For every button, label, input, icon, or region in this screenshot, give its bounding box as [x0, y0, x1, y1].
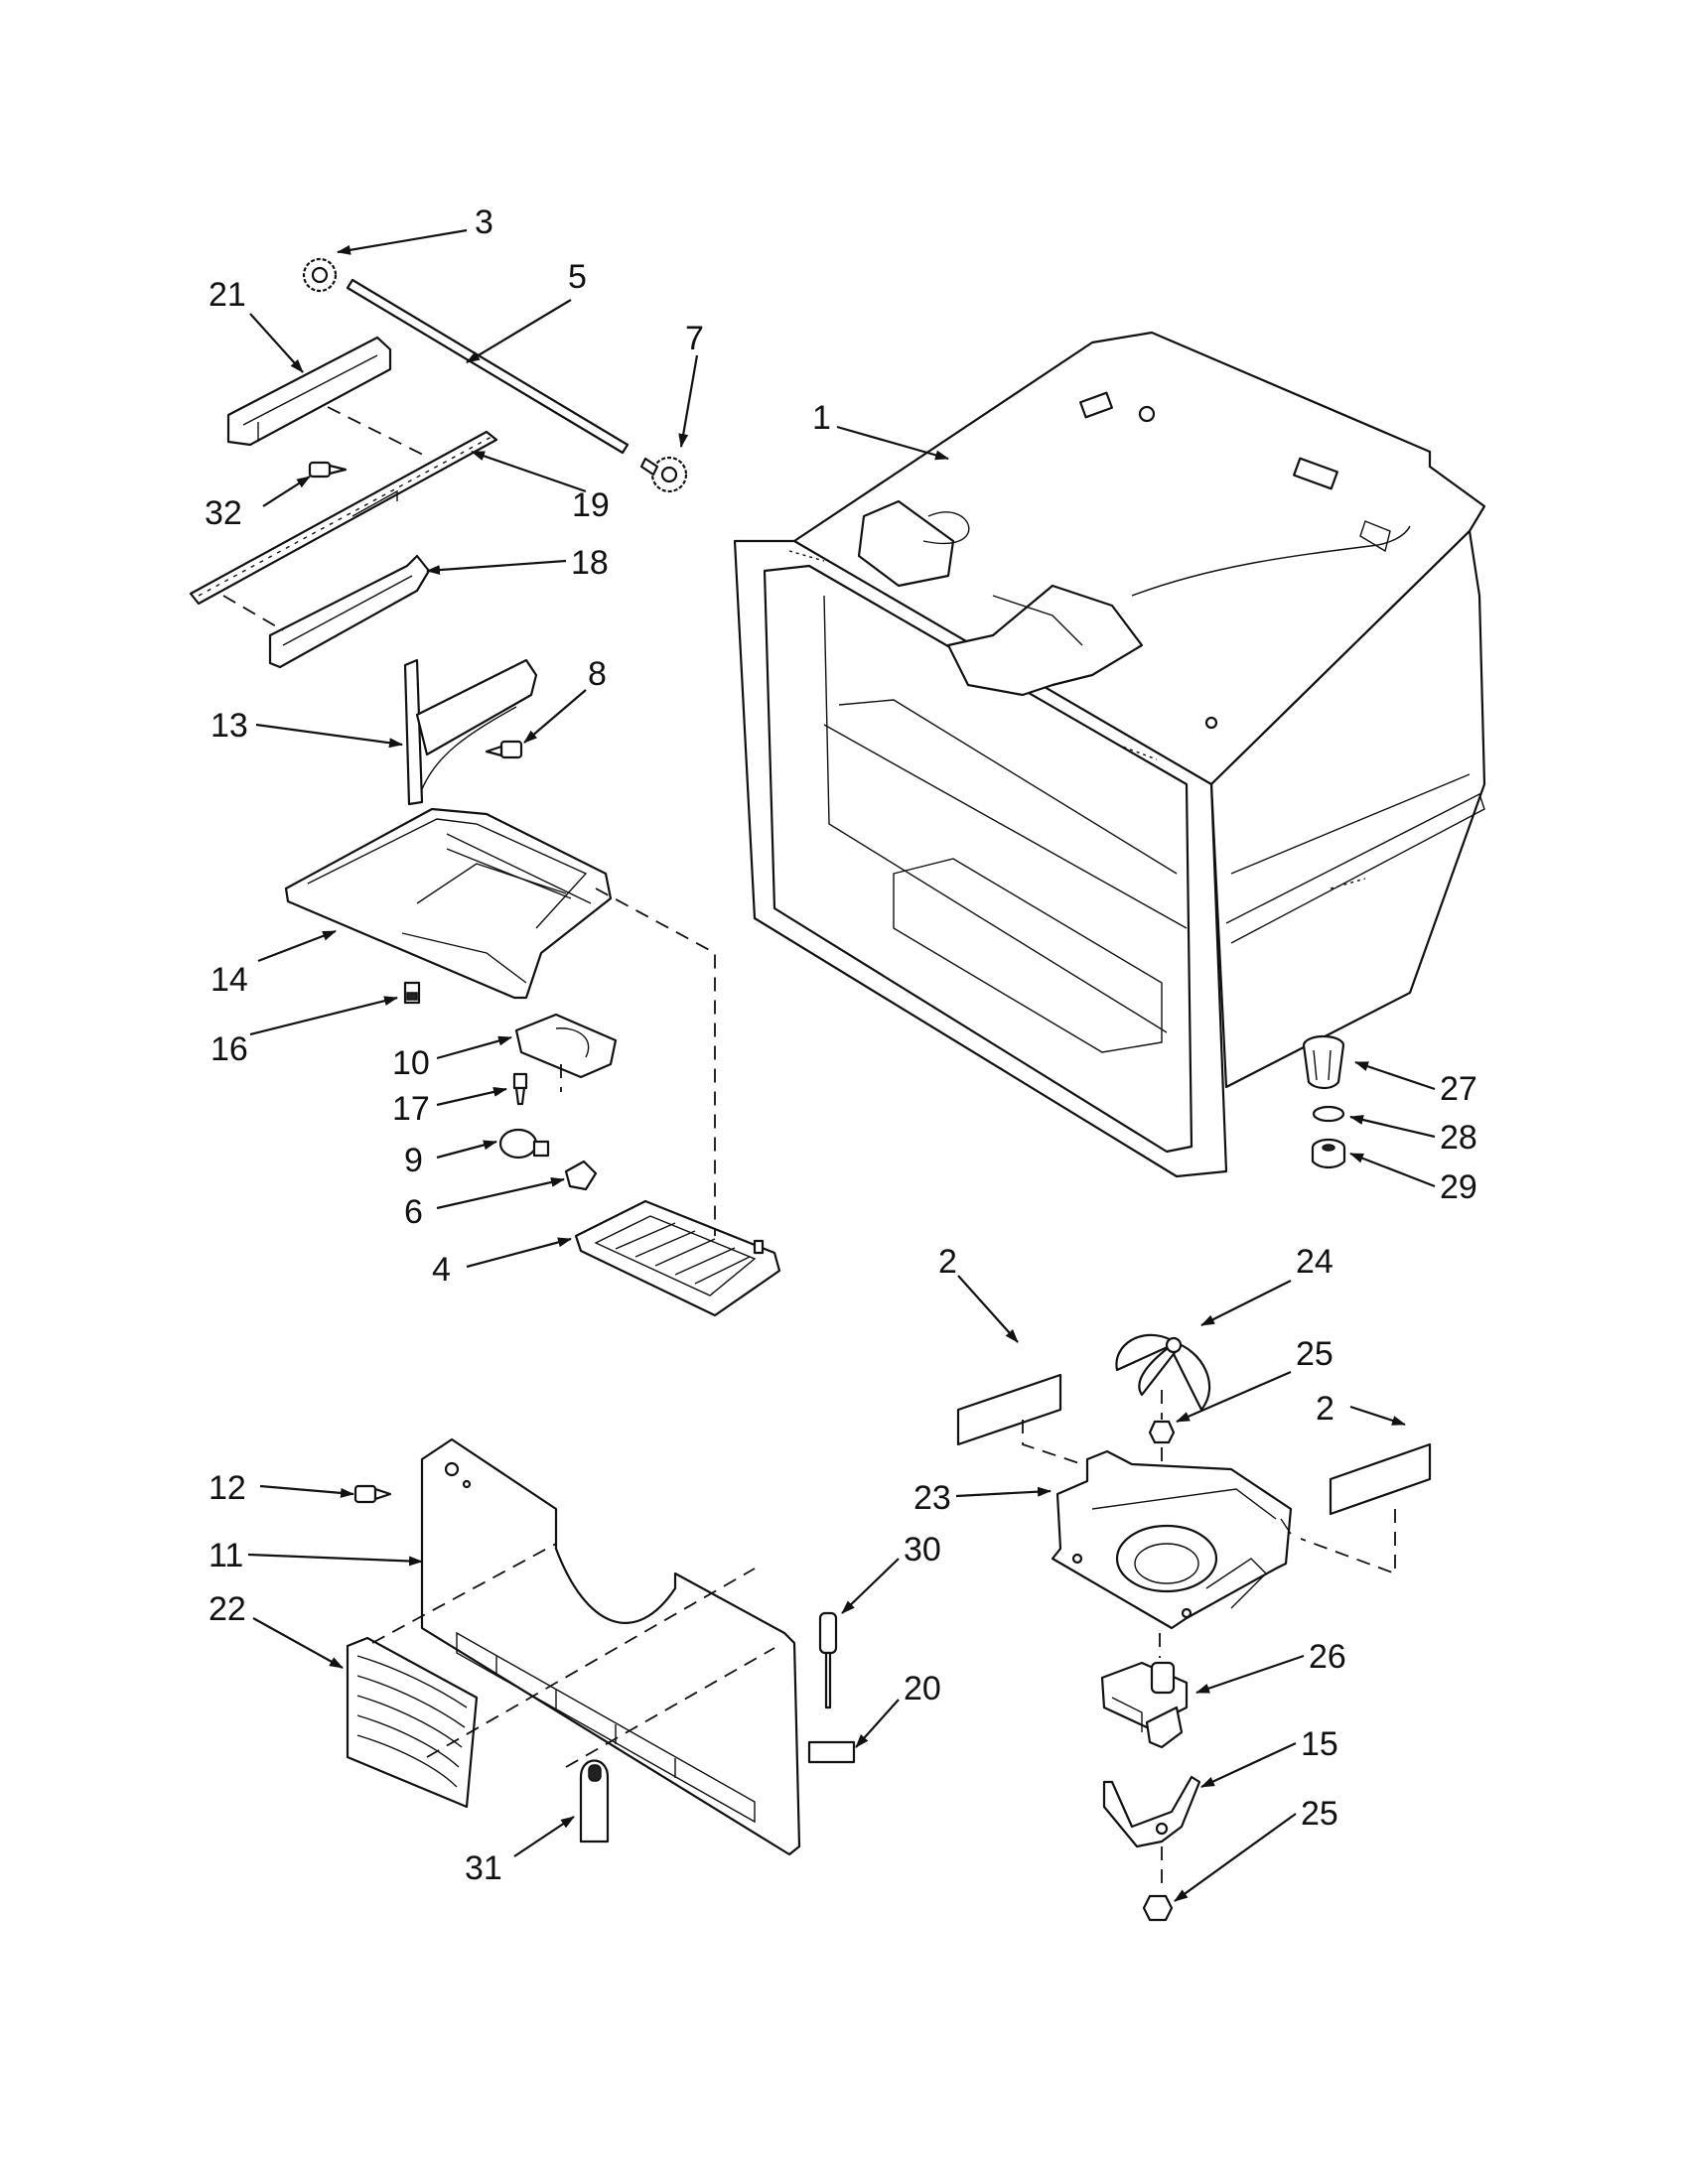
callout-14: 14	[210, 961, 248, 999]
part-5-shaft	[346, 278, 630, 455]
callout-16: 16	[210, 1030, 248, 1068]
callout-4: 4	[432, 1251, 451, 1289]
leader-lines	[247, 228, 1436, 1902]
part-4-grille-tray	[574, 1199, 781, 1317]
part-15-bracket	[1102, 1775, 1201, 1848]
part-10-cover	[514, 1013, 618, 1079]
callout-10: 10	[392, 1044, 430, 1082]
callout-25-bottom: 25	[1301, 1795, 1338, 1833]
callout-30: 30	[904, 1531, 941, 1569]
part-25-nut-top	[1148, 1420, 1176, 1444]
callout-31: 31	[465, 1849, 502, 1887]
callout-3: 3	[475, 204, 493, 241]
part-21-slide-bracket	[226, 336, 392, 447]
part-12-screw	[353, 1484, 392, 1504]
part-9-bulb	[498, 1128, 550, 1160]
callout-2-right: 2	[1316, 1390, 1334, 1428]
callout-19: 19	[572, 486, 610, 524]
part-13-side-bracket	[403, 658, 538, 806]
part-1-freezer-liner	[733, 331, 1486, 1178]
callout-27: 27	[1440, 1070, 1477, 1108]
callout-26: 26	[1309, 1638, 1346, 1676]
part-11-panel	[420, 1437, 801, 1856]
callout-1: 1	[812, 399, 831, 437]
part-30-sensor	[818, 1611, 838, 1709]
part-27-drain-cup	[1302, 1034, 1345, 1090]
callout-28: 28	[1440, 1119, 1477, 1157]
callout-20: 20	[904, 1670, 941, 1707]
callout-15: 15	[1301, 1725, 1338, 1763]
callout-7: 7	[685, 320, 704, 357]
part-3-gear	[302, 257, 338, 293]
part-17-screw	[512, 1072, 528, 1106]
callout-12: 12	[209, 1469, 246, 1507]
callout-25-top: 25	[1296, 1335, 1333, 1373]
part-24-fan-blade	[1115, 1333, 1211, 1412]
part-18-bracket	[268, 554, 431, 669]
callout-13: 13	[210, 707, 248, 745]
part-25-nut-bottom	[1142, 1894, 1174, 1922]
part-14-housing	[284, 807, 613, 1000]
callout-9: 9	[404, 1142, 423, 1179]
callout-18: 18	[571, 544, 609, 582]
part-19-rail	[189, 430, 498, 606]
callout-2-left: 2	[938, 1243, 957, 1281]
part-6-socket	[564, 1160, 598, 1191]
callout-labels: 3 5 7 21 19 32 18 13 8 14 16 10 17 9 6 4…	[205, 204, 1477, 1887]
callout-11: 11	[209, 1537, 243, 1574]
callout-6: 6	[404, 1193, 423, 1231]
part-8-screw	[485, 740, 523, 759]
part-7-gear	[639, 456, 688, 493]
part-22-vent-grille	[346, 1636, 479, 1809]
callout-32: 32	[205, 494, 242, 532]
callout-17: 17	[392, 1090, 430, 1128]
part-23-fan-shroud	[1051, 1449, 1293, 1630]
part-2-pad-right	[1329, 1442, 1432, 1516]
callout-22: 22	[209, 1590, 246, 1628]
callout-24: 24	[1296, 1243, 1333, 1281]
callout-8: 8	[588, 655, 607, 693]
part-31-clip	[579, 1759, 610, 1843]
part-20-strip	[807, 1740, 856, 1764]
part-32-screw	[308, 461, 348, 478]
callout-23: 23	[913, 1479, 951, 1517]
callout-5: 5	[568, 258, 587, 296]
part-2-pad-left	[956, 1373, 1062, 1446]
part-26-fan-motor	[1100, 1661, 1189, 1749]
part-29-cap	[1311, 1138, 1346, 1169]
part-16-switch	[403, 981, 421, 1005]
callout-21: 21	[209, 276, 246, 314]
part-28-o-ring	[1312, 1105, 1345, 1123]
callout-29: 29	[1440, 1168, 1477, 1206]
